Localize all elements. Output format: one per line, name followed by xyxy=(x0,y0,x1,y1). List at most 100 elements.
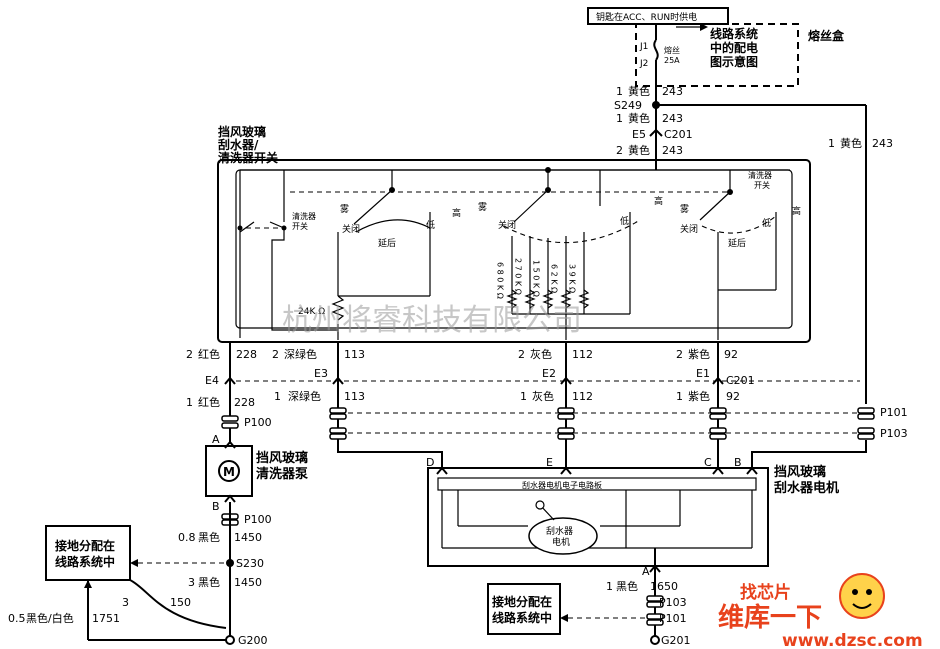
e1-label: E1 xyxy=(696,367,710,380)
res-24k-icon xyxy=(331,295,345,321)
l113-color: 深绿色 xyxy=(288,389,321,403)
motor-name-line2: 刮水器电机 xyxy=(774,480,839,496)
p101-bottom-icon-2 xyxy=(646,619,664,626)
supply-section: 钥匙在ACC、RUN时供电 熔丝盒 J1 J2 熔丝 25A 线路系统 中的配电… xyxy=(587,7,845,87)
motor-outer-box xyxy=(427,467,769,567)
mode1-delay: 延后 xyxy=(378,237,396,249)
grommet-112-d xyxy=(557,433,575,440)
wiper-washer-switch: 挡风玻璃 刮水器/ 清洗器开关 清洗器 开关 雾 关闭 低 高 延后 24K Ω xyxy=(217,124,811,343)
p100-top-label: P100 xyxy=(244,416,272,429)
mode2-feed-dot xyxy=(545,167,551,173)
grommet-92-b xyxy=(709,413,727,420)
key-power-label: 钥匙在ACC、RUN时供电 xyxy=(596,11,697,23)
fuse-j2: J2 xyxy=(639,59,648,69)
res-270k-icon xyxy=(524,289,536,309)
mode2-high: 高 xyxy=(654,195,663,207)
res-680k-label: 6 8 0 K Ω xyxy=(496,262,505,299)
l228-circuit: 228 xyxy=(234,396,255,409)
l112-circuit: 112 xyxy=(572,390,593,403)
motor-pin-a: A xyxy=(642,565,650,578)
w1751-circuit: 1751 xyxy=(92,612,120,625)
p103-label: P103 xyxy=(880,427,908,440)
w112-color: 灰色 xyxy=(530,347,552,361)
mascot-face-icon xyxy=(839,573,885,619)
c201-label: C201 xyxy=(726,374,755,387)
feed1-pin: 1 xyxy=(616,85,623,98)
left-switch-wire-113 xyxy=(271,228,338,331)
l112-pin: 1 xyxy=(520,390,527,403)
motor-pin-e: E xyxy=(546,456,553,469)
mode3-mist: 雾 xyxy=(680,204,689,215)
right-ground: 接地分配在 线路系统中 xyxy=(487,583,648,635)
switch-outer-box xyxy=(217,159,811,343)
motor-m-icon xyxy=(218,460,240,482)
w1650-color: 黑色 xyxy=(616,579,638,593)
mode2-blade xyxy=(513,189,549,223)
grommet-113-a xyxy=(329,407,347,414)
w113-color: 深绿色 xyxy=(284,347,317,361)
res-680k-icon xyxy=(506,289,518,309)
e1-connector-icon xyxy=(712,376,724,385)
l92-pin: 1 xyxy=(676,390,683,403)
fuse-rating: 25A xyxy=(664,56,680,65)
l112-color: 灰色 xyxy=(532,389,554,403)
brand-logo-url: www.dzsc.com xyxy=(782,631,923,649)
feed3-color: 黄色 xyxy=(628,143,650,157)
w1450b-circuit: 1450 xyxy=(234,576,262,589)
motor-board xyxy=(437,477,757,491)
wiper-motor-icon xyxy=(528,517,598,555)
motor-label-line2: 电机 xyxy=(552,536,570,548)
washer-switch-left-line2: 开关 xyxy=(292,221,308,231)
washer-switch-right-line2: 开关 xyxy=(754,180,770,190)
w1751-color: 黑色/白色 xyxy=(26,611,74,625)
watermark-text: 杭州将睿科技有限公司 xyxy=(282,303,582,338)
res-39k-icon xyxy=(578,289,590,309)
ground-label-3: 3 xyxy=(122,596,129,609)
grommet-243-a xyxy=(857,407,875,414)
resistor-ladder: 6 8 0 K Ω 2 7 0 K Ω 1 5 0 K Ω 6 2 K Ω 3 … xyxy=(496,212,631,340)
p100-bottom-label: P100 xyxy=(244,513,272,526)
feed1-circuit: 243 xyxy=(662,85,683,98)
mode3-high: 高 xyxy=(792,205,801,217)
left-switch-blade-2 xyxy=(269,221,285,229)
grommet-112-a xyxy=(557,407,575,414)
res-150k-icon xyxy=(542,289,554,309)
mode3-blade xyxy=(699,191,731,221)
feed3-circuit: 243 xyxy=(662,144,683,157)
feed2-pin: 1 xyxy=(616,112,623,125)
motor-label-line1: 刮水器 xyxy=(546,525,573,537)
fuse-note-line2: 中的配电 xyxy=(710,40,758,55)
w1450b-color: 黑色 xyxy=(198,575,220,589)
motor-a-icon xyxy=(649,564,661,573)
l113-pin: 1 xyxy=(274,390,281,403)
res-62k-icon xyxy=(560,289,572,309)
feed3-pin: 2 xyxy=(616,144,623,157)
res-270k-label: 2 7 0 K Ω xyxy=(514,258,523,295)
p103-bottom-label: P103 xyxy=(659,596,687,609)
grommet-92-a xyxy=(709,407,727,414)
note-arrow-icon xyxy=(700,23,708,31)
grommet-113-d xyxy=(329,433,347,440)
w1650-circuit: 1650 xyxy=(650,580,678,593)
w1650-pin: 1 xyxy=(606,580,613,593)
w112-pin: 2 xyxy=(518,348,525,361)
l92-color: 紫色 xyxy=(688,389,710,403)
res-150k-label: 1 5 0 K Ω xyxy=(532,260,541,297)
l228-color: 红色 xyxy=(198,395,220,409)
ground-left-line1: 接地分配在 xyxy=(55,538,115,553)
mascot-eye-right-icon xyxy=(866,589,872,595)
ground-right-line1: 接地分配在 xyxy=(492,594,552,609)
mode3-delay: 延后 xyxy=(728,237,746,249)
e3-connector-icon xyxy=(332,376,344,385)
w1450-circuit: 1450 xyxy=(234,531,262,544)
switch-title-line3: 清洗器开关 xyxy=(218,150,278,165)
pump-name-line1: 挡风玻璃 xyxy=(256,450,308,466)
p103-bottom-icon-2 xyxy=(646,601,664,608)
mode1-high: 高 xyxy=(452,207,461,219)
motor-board-label: 刮水器电机电子电路板 xyxy=(522,480,602,490)
res-24k-label: 24K Ω xyxy=(298,307,325,317)
p101-bottom-label: P101 xyxy=(659,612,687,625)
ground-label-150: 150 xyxy=(170,596,191,609)
mascot-smile-icon xyxy=(852,603,872,609)
brand-logo: 找芯片 维库一下 www.dzsc.com xyxy=(718,573,923,649)
